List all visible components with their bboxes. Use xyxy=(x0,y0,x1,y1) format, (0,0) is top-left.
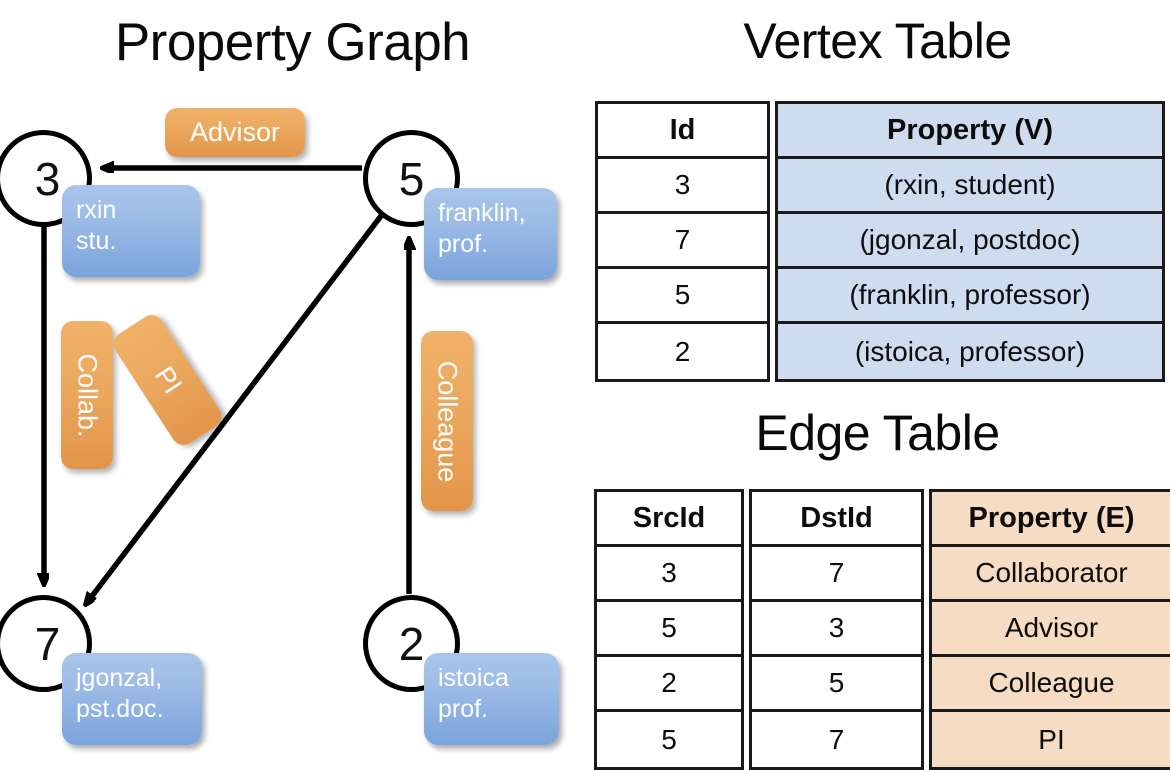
vertex-table-row-2-property: (franklin, professor) xyxy=(778,269,1162,324)
edge-table-row-0-property: Collaborator xyxy=(932,547,1170,602)
vertex-property-bubble-rxin-line1: rxin xyxy=(76,196,117,224)
vertex-table-row-0-id: 3 xyxy=(598,159,767,214)
vertex-property-bubble-rxin[interactable]: rxin stu. xyxy=(62,185,200,277)
edge-table-row-3-dst: 7 xyxy=(828,723,845,755)
graph-vertex-5-id: 5 xyxy=(398,152,425,205)
vertex-table-row-3-property: (istoica, professor) xyxy=(778,324,1162,379)
edge-table-row-3-src: 5 xyxy=(661,723,677,755)
vertex-table-row-1-id: 7 xyxy=(598,214,767,269)
vertex-table-header-property: Property (V) xyxy=(778,104,1162,159)
edge-table-column-property: Property (E) Collaborator Advisor Collea… xyxy=(929,489,1170,770)
edge-table-row-3-property: PI xyxy=(932,712,1170,767)
edge-table-row-2-dst: 5 xyxy=(752,657,921,712)
vertex-table-header-id: Id xyxy=(598,104,767,159)
page-title-edge-table: Edge Table xyxy=(755,405,1000,461)
vertex-property-bubble-jgonzal-line1: jgonzal, xyxy=(76,664,163,692)
edge-table-row-0-src: 3 xyxy=(597,547,741,602)
edge-label-colleague[interactable]: Colleague xyxy=(421,331,473,511)
vertex-property-bubble-franklin[interactable]: franklin, prof. xyxy=(424,188,557,280)
vertex-property-bubble-istoica-line2: prof. xyxy=(438,694,489,723)
graph-edge-lines xyxy=(0,0,585,760)
graph-vertex-7-id: 7 xyxy=(34,617,61,670)
edge-table-row-1-dst: 3 xyxy=(752,602,921,657)
vertex-table-column-property: Property (V) (rxin, student) (jgonzal, p… xyxy=(775,101,1165,382)
property-graph-diagram: Advisor Collab. PI Colleague 3 5 7 2 rxi… xyxy=(0,0,585,760)
vertex-table-row-0-property: (rxin, student) xyxy=(778,159,1162,214)
edge-label-colleague-text: Colleague xyxy=(432,360,463,482)
edge-table-row-2-src: 2 xyxy=(597,657,741,712)
edge-label-advisor[interactable]: Advisor xyxy=(165,108,305,157)
edge-table-row-0-dst: 7 xyxy=(752,547,921,602)
edge-table-header-srcid: SrcId xyxy=(597,492,741,547)
vertex-property-bubble-jgonzal[interactable]: jgonzal, pst.doc. xyxy=(62,653,202,745)
graph-vertex-2-id: 2 xyxy=(398,617,425,670)
vertex-property-bubble-franklin-line1: franklin, xyxy=(438,199,526,227)
edge-line-5-to-7 xyxy=(86,210,387,604)
edge-label-advisor-text: Advisor xyxy=(189,117,281,147)
edge-label-collab[interactable]: Collab. xyxy=(61,321,113,469)
edge-table-row-2-property: Colleague xyxy=(932,657,1170,712)
vertex-property-bubble-jgonzal-line2: pst.doc. xyxy=(76,694,164,723)
page-title-vertex-table: Vertex Table xyxy=(743,13,1012,69)
edge-table-row-1-src: 5 xyxy=(597,602,741,657)
vertex-property-bubble-istoica-line1: istoica xyxy=(438,664,509,692)
vertex-table-row-3-id: 2 xyxy=(674,335,691,367)
vertex-property-bubble-istoica[interactable]: istoica prof. xyxy=(424,653,559,745)
vertex-table-column-id: Id 3 7 5 2 xyxy=(595,101,770,382)
edge-table-header-dstid: DstId xyxy=(752,492,921,547)
page-title-property-graph: Property Graph xyxy=(114,13,471,72)
vertex-property-bubble-rxin-line2: stu. xyxy=(76,226,117,255)
edge-label-collab-text: Collab. xyxy=(72,352,103,438)
edge-table-header-property: Property (E) xyxy=(932,492,1170,547)
vertex-table-row-2-id: 5 xyxy=(598,269,767,324)
edge-label-pi-text: PI xyxy=(148,360,188,399)
edge-table: SrcId 3 5 2 5 DstId 7 3 5 7 Property (E)… xyxy=(594,489,1170,770)
vertex-table-row-1-property: (jgonzal, postdoc) xyxy=(778,214,1162,269)
vertex-table: Id 3 7 5 2 Property (V) (rxin, student) … xyxy=(595,101,1165,382)
graph-vertex-3-id: 3 xyxy=(34,152,61,205)
edge-table-row-1-property: Advisor xyxy=(932,602,1170,657)
vertex-property-bubble-franklin-line2: prof. xyxy=(438,229,489,258)
edge-table-column-dstid: DstId 7 3 5 7 xyxy=(749,489,924,770)
edge-table-column-srcid: SrcId 3 5 2 5 xyxy=(594,489,744,770)
